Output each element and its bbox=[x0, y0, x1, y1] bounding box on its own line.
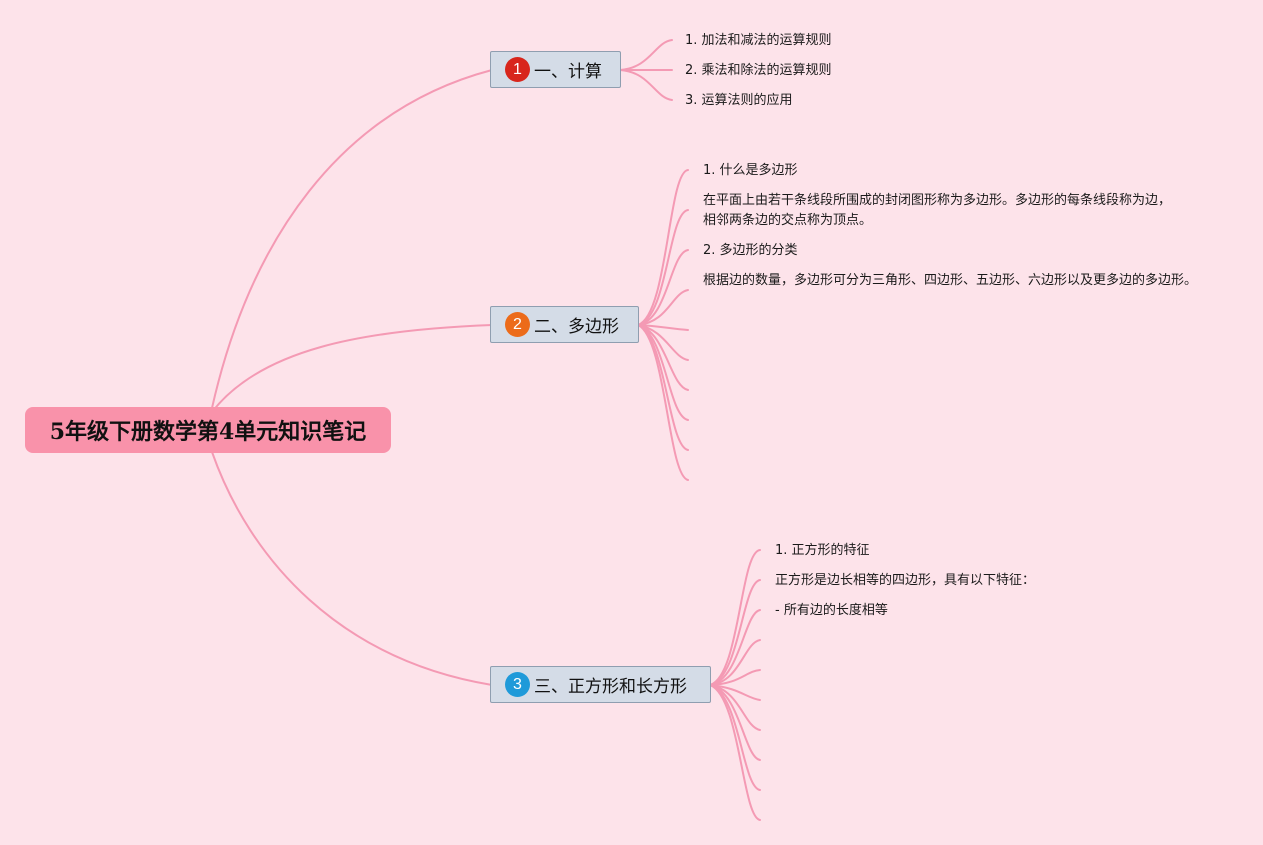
leaf-connector-2-3 bbox=[637, 249, 689, 326]
leaf-connector-3-4 bbox=[709, 639, 761, 686]
topic-square-rectangle[interactable]: 3 三、正方形和长方形 bbox=[490, 666, 711, 703]
leaf-connector-1-1 bbox=[619, 39, 673, 71]
number-2-icon: 2 bbox=[505, 312, 530, 337]
note-item[interactable]: 在平面上由若干条线段所围成的封闭图形称为多边形。多边形的每条线段称为边，相邻两条… bbox=[703, 193, 1172, 228]
number-3-icon: 3 bbox=[505, 672, 530, 697]
note-item[interactable]: 2. 多边形的分类 bbox=[703, 243, 798, 258]
leaf-connector-3-7 bbox=[709, 684, 761, 731]
leaf-connector-3-10 bbox=[709, 684, 761, 821]
leaf-connector-2-1 bbox=[637, 169, 689, 326]
leaf-connector-2-10 bbox=[637, 324, 689, 481]
leaf-connector-3-3 bbox=[709, 609, 761, 686]
note-item[interactable]: 3. 运算法则的应用 bbox=[685, 93, 793, 108]
topic-label: 三、正方形和长方形 bbox=[534, 677, 687, 697]
note-item[interactable]: 1. 加法和减法的运算规则 bbox=[685, 33, 832, 48]
note-item[interactable]: 2. 乘法和除法的运算规则 bbox=[685, 63, 832, 78]
topic-polygon[interactable]: 2 二、多边形 bbox=[490, 306, 639, 343]
leaf-connector-3-1 bbox=[709, 549, 761, 686]
leaf-connector-3-5 bbox=[709, 669, 761, 686]
root-connector-1 bbox=[211, 69, 493, 409]
note-item[interactable]: - 所有边的长度相等 bbox=[775, 603, 888, 618]
topic-calculation[interactable]: 1 一、计算 bbox=[490, 51, 621, 88]
note-item[interactable]: 正方形是边长相等的四边形，具有以下特征： bbox=[775, 573, 1036, 588]
leaf-connector-1-3 bbox=[619, 69, 673, 101]
root-connector-2 bbox=[211, 324, 493, 413]
note-item[interactable]: 1. 正方形的特征 bbox=[775, 543, 870, 558]
central-topic-label: 5年级下册数学第4单元知识笔记 bbox=[49, 419, 367, 445]
root-connector-3 bbox=[211, 451, 493, 686]
leaf-connector-2-4 bbox=[637, 289, 689, 326]
number-1-icon: 1 bbox=[505, 57, 530, 82]
note-item[interactable]: 根据边的数量，多边形可分为三角形、四边形、五边形、六边形以及更多边的多边形。 bbox=[703, 273, 1198, 288]
topic-label: 二、多边形 bbox=[534, 317, 619, 337]
note-item[interactable]: 1. 什么是多边形 bbox=[703, 163, 798, 178]
leaf-connector-3-2 bbox=[709, 579, 761, 686]
topic-label: 一、计算 bbox=[534, 62, 602, 82]
central-topic[interactable]: 5年级下册数学第4单元知识笔记 bbox=[25, 407, 391, 453]
leaf-connector-2-2 bbox=[637, 209, 689, 326]
